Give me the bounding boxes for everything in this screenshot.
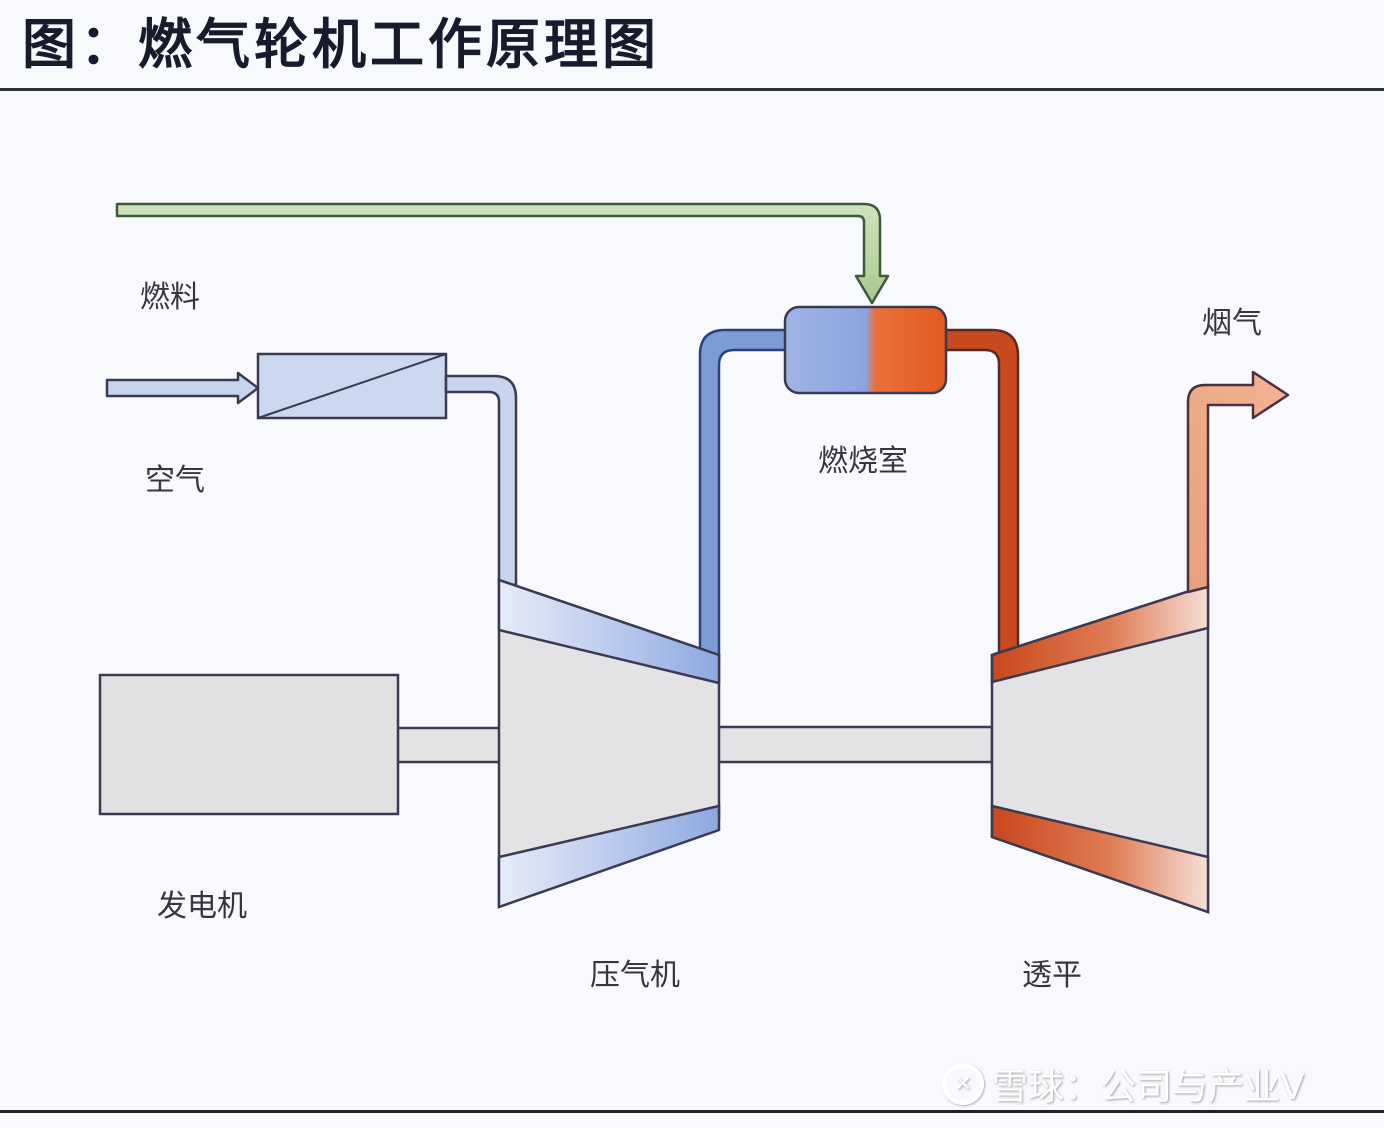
compressor — [497, 578, 721, 909]
label-fuel: 燃料 — [140, 280, 200, 315]
generator-shaft — [395, 726, 502, 764]
generator — [98, 673, 400, 816]
label-air: 空气 — [145, 463, 205, 498]
title-divider — [0, 88, 1384, 91]
label-combustor: 燃烧室 — [818, 444, 908, 479]
air-inlet-arrow — [105, 371, 260, 405]
watermark-text: 雪球：公司与产业V — [992, 1067, 1305, 1108]
turbine — [990, 583, 1210, 914]
exhaust-arrow — [1186, 370, 1290, 594]
hot-gas-pipe — [943, 328, 1020, 658]
label-exhaust: 烟气 — [1202, 306, 1262, 341]
bottom-divider — [0, 1110, 1384, 1113]
label-compressor: 压气机 — [590, 958, 680, 993]
air-pipe-to-compressor — [444, 374, 518, 587]
combustion-chamber — [783, 305, 948, 395]
xueqiu-logo-icon: ✕ — [942, 1063, 984, 1105]
fuel-line — [115, 202, 890, 305]
main-shaft — [716, 725, 994, 764]
compressed-air-pipe — [698, 328, 788, 659]
page-title: 图：燃气轮机工作原理图 — [22, 12, 660, 76]
label-turbine: 透平 — [1022, 958, 1082, 993]
label-generator: 发电机 — [157, 889, 247, 924]
air-filter — [256, 352, 448, 420]
watermark: ✕ 雪球：公司与产业V — [942, 1058, 1305, 1110]
